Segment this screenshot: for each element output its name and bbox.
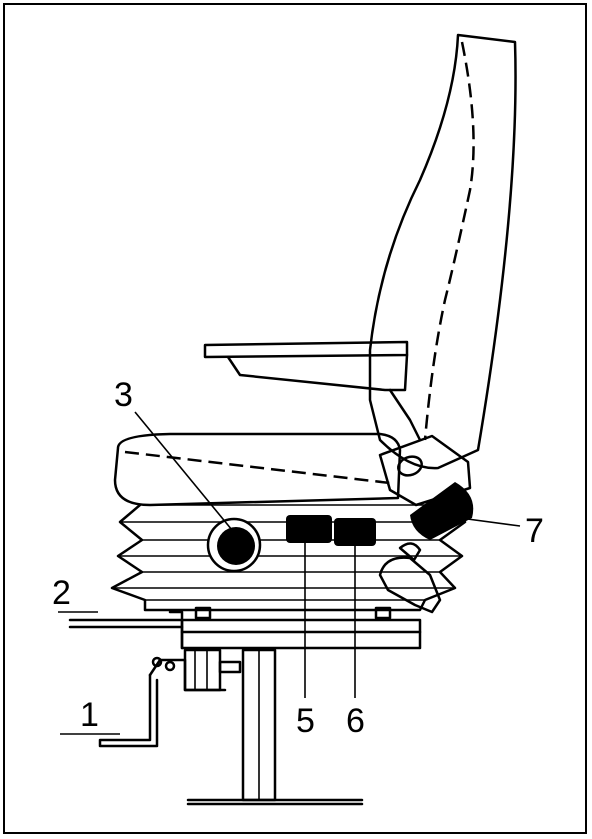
seat-cushion [113,432,440,507]
control-5-block [286,515,332,543]
callout-5: 5 [296,702,315,740]
control-6-block [334,518,376,546]
pedestal-column [241,648,277,802]
slide-rail [68,618,184,629]
callout-3: 3 [114,376,133,414]
leader-lines [58,411,521,735]
backrest [368,33,517,470]
backrest-adjust-knob [410,482,474,540]
swivel-plate [168,606,422,650]
backrest-hinge [378,434,472,507]
callout-6: 6 [346,702,365,740]
callout-2: 2 [52,574,71,612]
figure-frame [3,3,587,834]
callout-7: 7 [525,512,544,550]
adjustment-lever [98,648,242,748]
armrest [203,340,422,442]
suspension-bellows [110,503,467,612]
weight-adjust-knob [206,517,262,573]
height-lever [378,542,442,614]
callout-1: 1 [80,696,99,734]
